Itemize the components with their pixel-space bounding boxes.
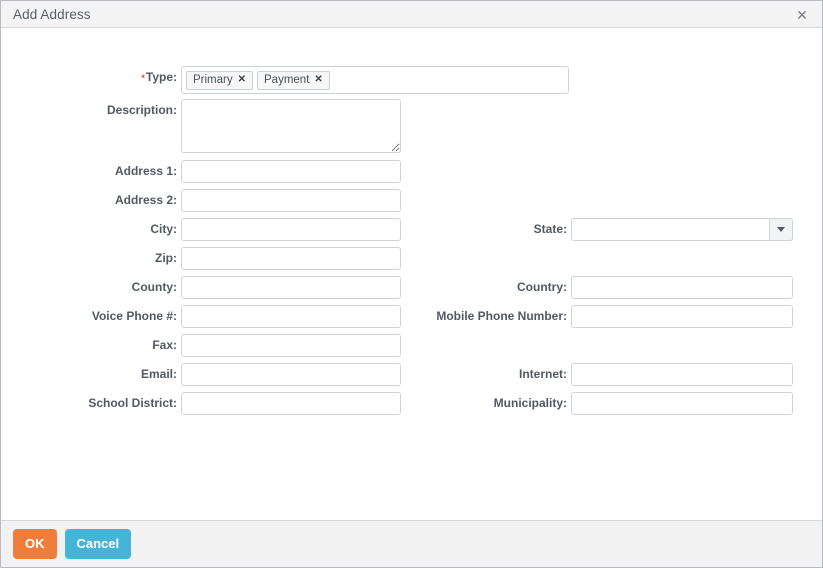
internet-input[interactable] xyxy=(571,363,793,386)
description-textarea[interactable] xyxy=(181,99,401,153)
label-state: State: xyxy=(533,222,567,236)
field-row-municipality: Municipality: xyxy=(432,392,793,415)
field-row-email: Email: xyxy=(85,363,401,386)
label-address1: Address 1: xyxy=(114,164,177,178)
label-city: City: xyxy=(150,222,177,236)
label-email: Email: xyxy=(140,367,177,381)
mobile-phone-input[interactable] xyxy=(571,305,793,328)
label-fax: Fax: xyxy=(152,338,177,352)
label-type: *Type: xyxy=(85,66,177,84)
field-row-country: Country: xyxy=(432,276,793,299)
zip-input[interactable] xyxy=(181,247,401,270)
dialog-title: Add Address xyxy=(13,7,91,22)
label-mobile-phone: Mobile Phone Number: xyxy=(436,309,567,323)
city-input[interactable] xyxy=(181,218,401,241)
cancel-button[interactable]: Cancel xyxy=(64,529,132,559)
field-row-address2: Address 2: xyxy=(85,189,401,212)
type-tag-primary-label: Primary xyxy=(193,74,233,86)
type-tag-payment-label: Payment xyxy=(264,74,310,86)
field-row-state: State: xyxy=(432,218,793,241)
dialog-titlebar: Add Address ✕ xyxy=(1,0,822,28)
address2-input[interactable] xyxy=(181,189,401,212)
label-school-district: School District: xyxy=(88,396,177,410)
close-icon[interactable]: ✕ xyxy=(796,7,808,23)
label-voice-phone: Voice Phone #: xyxy=(91,309,177,323)
fax-input[interactable] xyxy=(181,334,401,357)
ok-button[interactable]: OK xyxy=(13,529,57,559)
state-select-value xyxy=(572,219,769,240)
email-input[interactable] xyxy=(181,363,401,386)
label-internet: Internet: xyxy=(519,367,567,381)
municipality-input[interactable] xyxy=(571,392,793,415)
chevron-down-icon[interactable] xyxy=(769,219,792,240)
field-row-internet: Internet: xyxy=(432,363,793,386)
dialog-footer: OK Cancel xyxy=(1,520,822,568)
field-row-fax: Fax: xyxy=(85,334,401,357)
county-input[interactable] xyxy=(181,276,401,299)
field-row-school-district: School District: xyxy=(85,392,401,415)
field-row-zip: Zip: xyxy=(85,247,401,270)
field-row-voice-phone: Voice Phone #: xyxy=(85,305,401,328)
field-row-county: County: xyxy=(85,276,401,299)
remove-tag-icon[interactable]: ✕ xyxy=(314,74,323,85)
label-description: Description: xyxy=(106,103,177,117)
school-district-input[interactable] xyxy=(181,392,401,415)
field-row-mobile-phone: Mobile Phone Number: xyxy=(432,305,793,328)
country-input[interactable] xyxy=(571,276,793,299)
label-type-text: Type: xyxy=(145,70,177,84)
voice-phone-input[interactable] xyxy=(181,305,401,328)
type-tag-primary[interactable]: Primary ✕ xyxy=(186,70,254,90)
field-row-description: Description: xyxy=(85,99,401,153)
label-zip: Zip: xyxy=(155,251,177,265)
label-address2: Address 2: xyxy=(114,193,177,207)
field-row-city: City: xyxy=(85,218,401,241)
field-row-address1: Address 1: xyxy=(85,160,401,183)
field-row-type: *Type: Primary ✕ Payment ✕ xyxy=(85,66,569,94)
required-asterisk-icon: * xyxy=(141,73,145,83)
address1-input[interactable] xyxy=(181,160,401,183)
label-country: Country: xyxy=(517,280,567,294)
dialog-form-body: *Type: Primary ✕ Payment ✕ Description: … xyxy=(1,28,822,520)
state-select[interactable] xyxy=(571,218,793,241)
label-county: County: xyxy=(131,280,177,294)
type-tag-payment[interactable]: Payment ✕ xyxy=(257,70,330,90)
type-multiselect[interactable]: Primary ✕ Payment ✕ xyxy=(181,66,569,94)
remove-tag-icon[interactable]: ✕ xyxy=(237,74,247,85)
label-municipality: Municipality: xyxy=(493,396,567,410)
